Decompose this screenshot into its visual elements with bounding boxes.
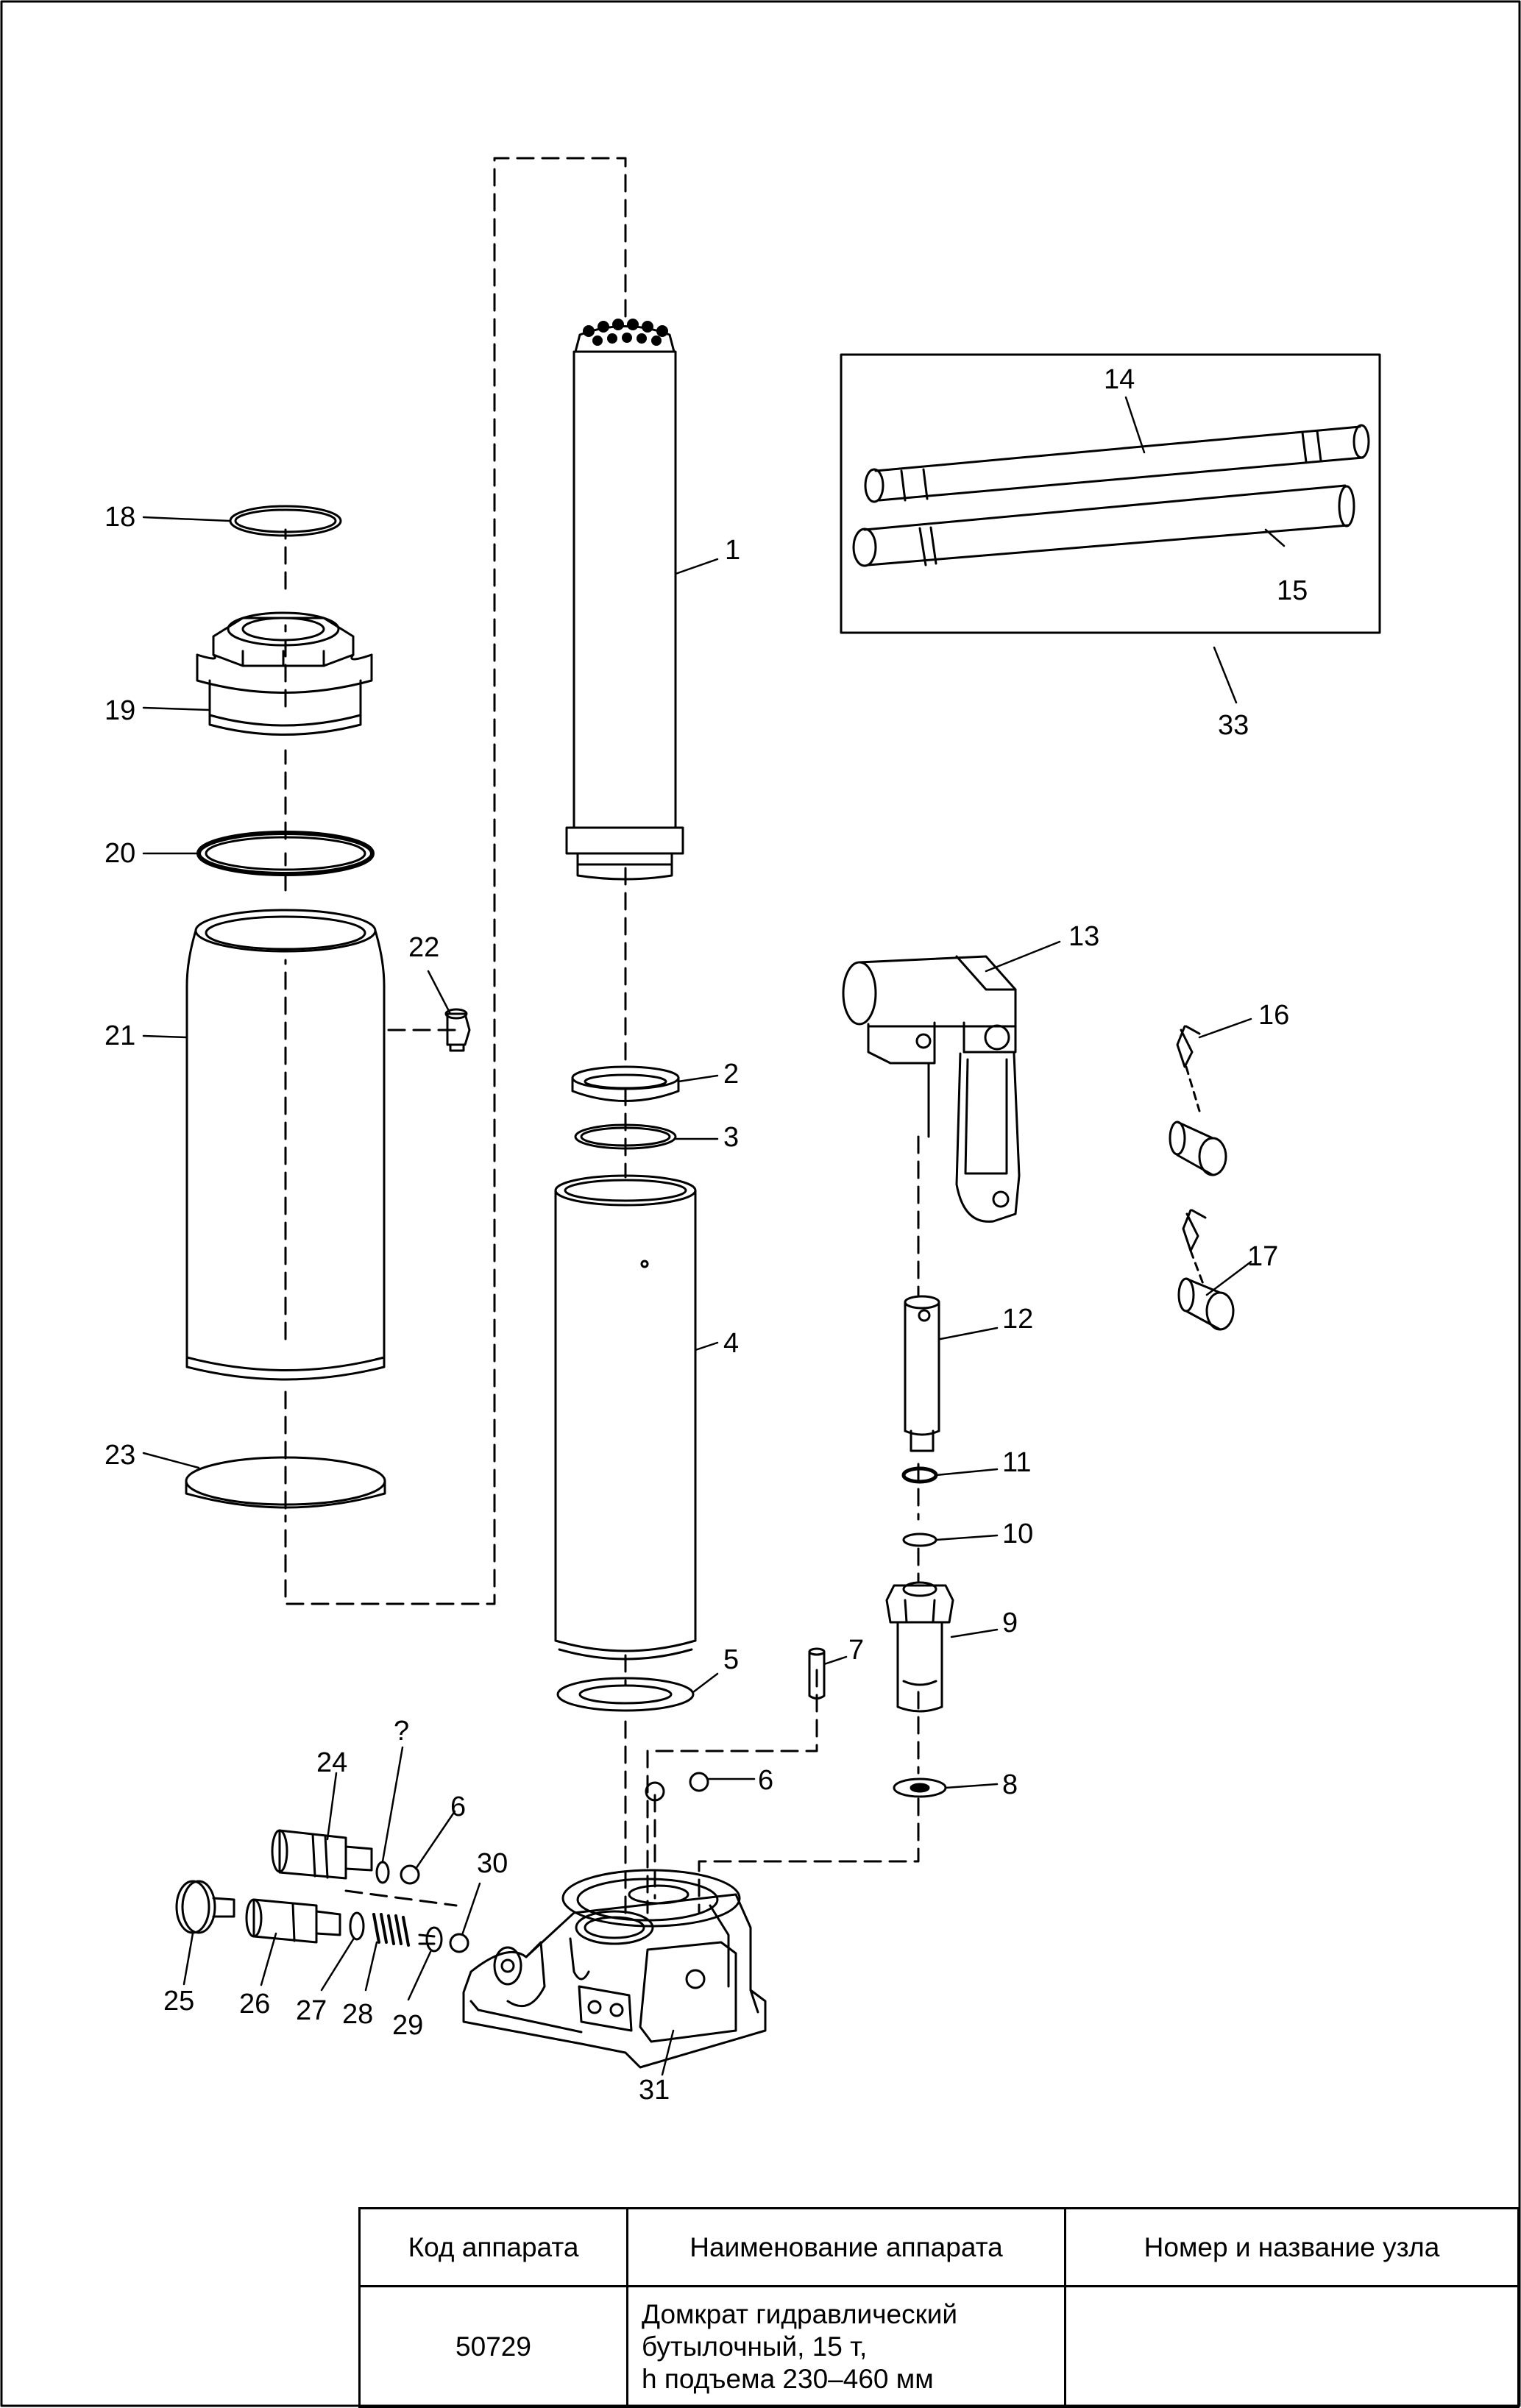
- part-30-ball: [449, 1933, 469, 1953]
- callout-21: 21: [104, 1020, 135, 1051]
- callout-15: 15: [1277, 575, 1308, 606]
- callout-17: 17: [1247, 1241, 1278, 1272]
- callout-9: 9: [1002, 1608, 1018, 1638]
- part-1-ram: [565, 319, 684, 881]
- callout-2: 2: [723, 1059, 739, 1090]
- header-device-name: Наименование аппарата: [626, 2207, 1066, 2287]
- part-5-washer: [556, 1677, 695, 1712]
- device-name-line: h подъема 230–460 мм: [642, 2363, 934, 2394]
- callout-8: 8: [1002, 1769, 1018, 1800]
- part-unknown-ring: [375, 1861, 390, 1884]
- node-number-cell: [1064, 2285, 1520, 2408]
- callout-30: 30: [477, 1848, 508, 1879]
- header-node-number: Номер и название узла: [1064, 2207, 1520, 2287]
- part-12-pin: [904, 1295, 940, 1452]
- callout-16: 16: [1258, 1000, 1289, 1031]
- device-name-cell: Домкрат гидравлический бутылочный, 15 т,…: [626, 2285, 1066, 2408]
- title-block-table: Код аппарата Наименование аппарата Номер…: [358, 2207, 1520, 2408]
- device-name-line: бутылочный, 15 т,: [642, 2331, 868, 2362]
- part-6-ball-base: [645, 1781, 665, 1802]
- part-21-outer-cylinder: [185, 909, 386, 1381]
- device-code-cell: 50729: [358, 2285, 628, 2408]
- part-9-valve-body: [885, 1581, 954, 1713]
- callout-24: 24: [316, 1747, 347, 1778]
- callout-31: 31: [639, 2075, 670, 2106]
- part-11-ring: [901, 1466, 938, 1484]
- part-15-handle-lower: [852, 484, 1355, 567]
- part-23-bottom-ring: [185, 1456, 386, 1509]
- callout-18: 18: [104, 502, 135, 533]
- part-19-top-nut: [196, 611, 373, 736]
- part-8-washer: [893, 1777, 947, 1798]
- part-4-inner-cylinder: [554, 1174, 697, 1661]
- callout-25: 25: [163, 1986, 194, 2017]
- callout-28: 28: [342, 1999, 373, 2030]
- callout-19: 19: [104, 695, 135, 726]
- part-22-plug: [444, 1008, 471, 1052]
- part-6-ball-upper: [689, 1772, 709, 1792]
- callout-20: 20: [104, 838, 135, 869]
- device-name-line: Домкрат гидравлический: [642, 2298, 958, 2329]
- title-block-header-row: Код аппарата Наименование аппарата Номер…: [358, 2207, 1520, 2287]
- part-33-handle-kit: [840, 353, 1381, 634]
- callout-10: 10: [1002, 1519, 1033, 1549]
- callout-6-left: 6: [450, 1791, 466, 1822]
- callout-6-upper: 6: [758, 1765, 773, 1796]
- part-7-pin: [808, 1647, 826, 1700]
- header-device-code: Код аппарата: [358, 2207, 628, 2287]
- callout-33: 33: [1218, 710, 1249, 741]
- callout-unknown: ?: [394, 1716, 409, 1747]
- callout-14: 14: [1104, 364, 1135, 395]
- title-block-data-row: 50729 Домкрат гидравлический бутылочный,…: [358, 2285, 1520, 2408]
- part-13-handle-socket: [842, 955, 1021, 1223]
- callout-1: 1: [725, 535, 740, 566]
- part-17-clip-pin: [1177, 1209, 1235, 1331]
- part-18-o-ring: [229, 505, 342, 537]
- part-6-ball-left: [400, 1864, 420, 1885]
- callout-5: 5: [723, 1644, 739, 1675]
- part-24-plunger: [271, 1829, 373, 1880]
- assembly-lines: [284, 157, 920, 1914]
- callout-27: 27: [296, 1995, 327, 2026]
- callout-13: 13: [1068, 921, 1099, 952]
- part-10-ring: [902, 1532, 937, 1547]
- part-25-cap: [175, 1880, 235, 1934]
- part-28-spring: [372, 1913, 410, 1947]
- leader-lines: [142, 396, 1286, 2076]
- callout-labels: 1 2 3 4 5 6 6 7 8 9 10 11 12 13 14 15 16…: [104, 364, 1308, 2106]
- part-31-base: [462, 1869, 767, 2069]
- part-3-ring: [574, 1123, 677, 1150]
- callout-4: 4: [723, 1328, 739, 1359]
- callout-12: 12: [1002, 1304, 1033, 1335]
- callout-26: 26: [239, 1989, 270, 2020]
- callout-3: 3: [723, 1122, 739, 1153]
- part-16-clip-pin: [1169, 1025, 1227, 1176]
- part-26-pump-piston: [245, 1898, 341, 1944]
- part-29-seat: [418, 1926, 443, 1953]
- part-14-handle-upper: [864, 424, 1370, 503]
- callout-22: 22: [408, 932, 439, 963]
- callout-11: 11: [1002, 1447, 1031, 1478]
- callout-7: 7: [848, 1635, 864, 1666]
- callout-29: 29: [392, 2010, 423, 2041]
- callout-23: 23: [104, 1440, 135, 1471]
- part-27-ring: [349, 1911, 365, 1941]
- part-2-seal: [571, 1065, 680, 1102]
